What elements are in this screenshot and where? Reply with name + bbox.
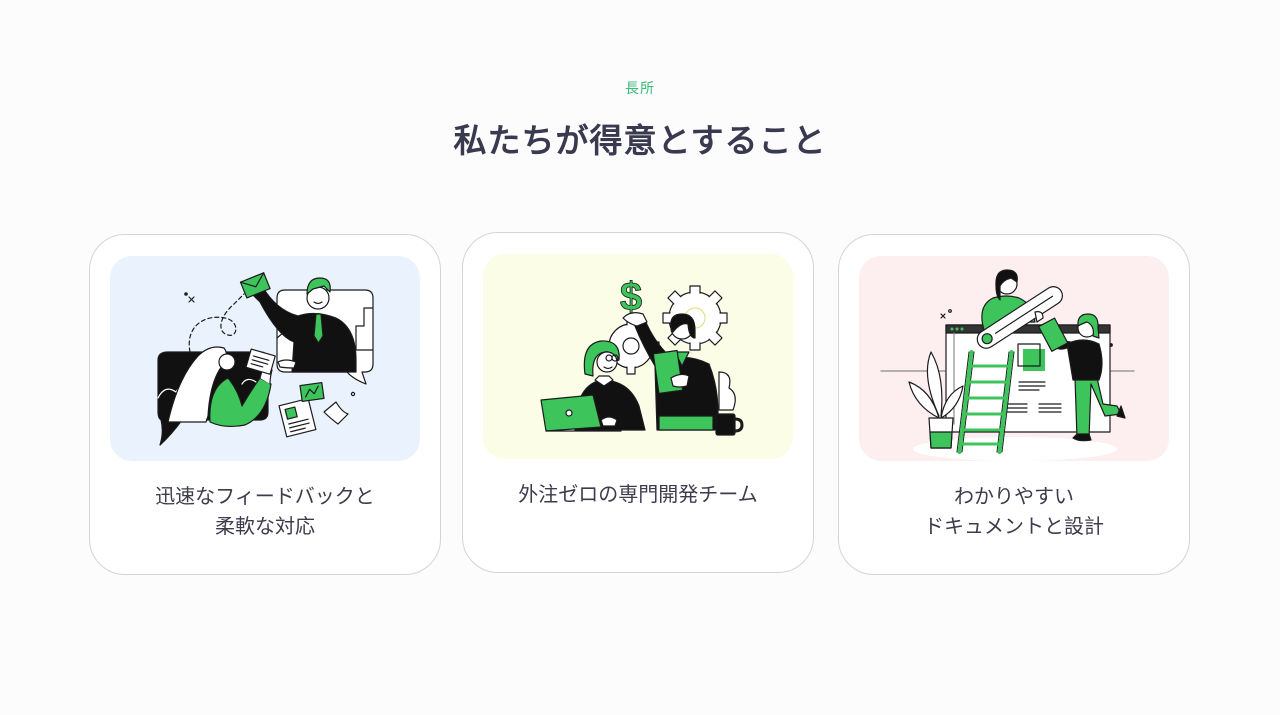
in-house-team-illustration: $ (483, 254, 793, 459)
card-caption: わかりやすい ドキュメントと設計 (924, 482, 1104, 542)
feature-card-team: $ (462, 232, 814, 573)
feature-card-documentation: わかりやすい ドキュメントと設計 (838, 234, 1190, 575)
card-caption-line: 柔軟な対応 (214, 516, 315, 538)
card-caption-line: 迅速なフィードバックと (155, 486, 375, 508)
card-caption: 迅速なフィードバックと 柔軟な対応 (155, 482, 375, 542)
section-eyebrow: 長所 (625, 80, 655, 96)
card-caption-line: 外注ゼロの専門開発チーム (518, 484, 758, 506)
card-caption-line: わかりやすい (954, 486, 1074, 508)
card-caption-line: ドキュメントと設計 (924, 516, 1104, 538)
feedback-communication-illustration (110, 256, 420, 461)
dollar-icon: $ (620, 275, 642, 319)
feature-card-feedback: 迅速なフィードバックと 柔軟な対応 (89, 234, 441, 575)
section-title: 私たちが得意とすること (453, 122, 827, 159)
documentation-design-illustration (859, 256, 1169, 461)
card-caption: 外注ゼロの専門開発チーム (518, 480, 757, 510)
